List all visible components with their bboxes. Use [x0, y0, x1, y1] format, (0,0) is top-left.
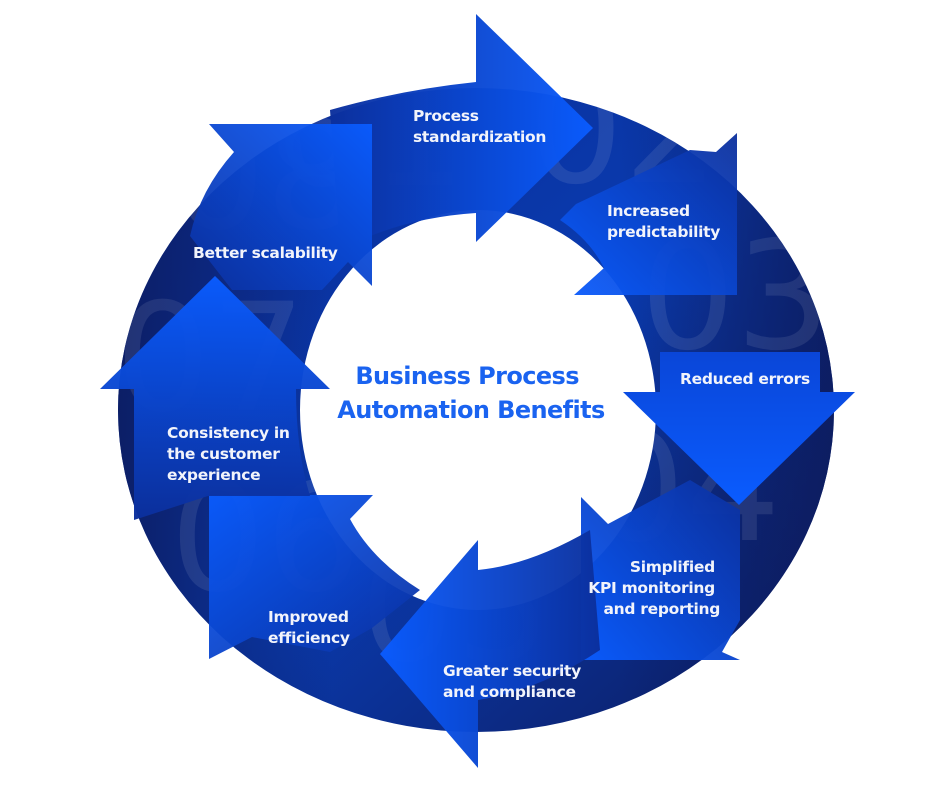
- arrow-step-02: [560, 133, 737, 295]
- step-label-08: Better scalability: [193, 244, 338, 262]
- step-label-02: Increased predictability: [607, 202, 720, 241]
- arrow-step-06: [209, 495, 420, 659]
- arrow-step-03: [623, 352, 855, 505]
- step-label-07: Consistency in the customer experience: [167, 424, 295, 484]
- arrow-step-01: [330, 14, 593, 250]
- diagram-title: Business Process Automation Benefits: [337, 362, 605, 424]
- step-label-01: Process standardization: [413, 107, 546, 146]
- arrow-step-04: [581, 480, 740, 660]
- step-label-05: Greater security and compliance: [443, 662, 586, 701]
- arrow-step-08: [190, 124, 372, 290]
- arrow-step-05: [380, 530, 600, 768]
- step-label-04: Simplified KPI monitoring and reporting: [588, 558, 720, 618]
- step-label-03: Reduced errors: [680, 370, 810, 388]
- step-label-06: Improved efficiency: [268, 608, 354, 647]
- arrow-step-07: [100, 276, 330, 520]
